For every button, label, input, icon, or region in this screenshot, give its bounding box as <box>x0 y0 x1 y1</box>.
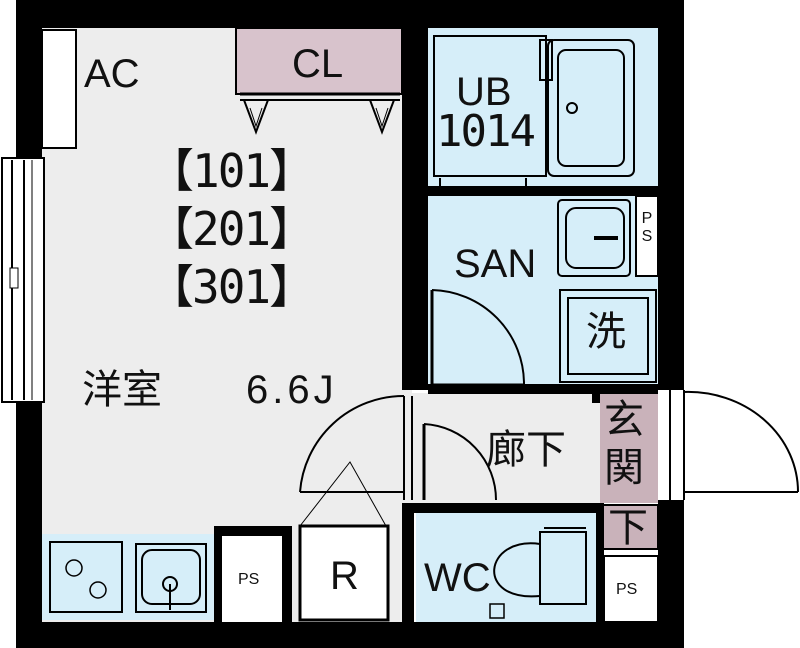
closet-area <box>235 27 403 95</box>
bath-door <box>439 178 527 191</box>
wall-wc-north <box>404 503 600 513</box>
ub-label: UB <box>456 70 512 114</box>
entrance-step <box>599 504 659 550</box>
unit-numbers: 【101】 【201】 【301】 <box>148 144 315 314</box>
corridor-label: 廊下 <box>486 427 566 473</box>
washing-machine <box>559 289 657 383</box>
room-floor <box>40 28 412 622</box>
wall-san-south <box>428 384 658 394</box>
ps-box-right <box>635 195 659 277</box>
ac-unit <box>41 29 77 149</box>
wall-right-upper <box>658 0 684 390</box>
fridge-door-swing <box>299 461 387 527</box>
wall-kitchen-ps-left <box>214 526 222 622</box>
ps-kitchen-label: PS <box>238 571 260 588</box>
wall-bottom <box>16 622 684 648</box>
wall-right-lower <box>658 500 684 648</box>
wc-label: WC <box>424 556 491 600</box>
wall-left-upper <box>16 0 42 160</box>
closet-label: CL <box>292 42 344 86</box>
wall-top <box>16 0 684 28</box>
wall-bath-south <box>428 186 658 196</box>
ps-wc-label: PS <box>616 581 638 598</box>
room-label: 洋室 <box>82 367 162 413</box>
ps-box-wc <box>603 555 659 623</box>
entrance-door-swing <box>683 390 799 493</box>
ac-label: AC <box>84 52 140 96</box>
closet-door-fold <box>249 107 263 128</box>
bath-counter <box>433 35 547 177</box>
corridor-floor <box>412 393 600 505</box>
closet-door-fold <box>375 107 389 128</box>
kitchen-sink <box>135 543 207 613</box>
wall-wc-east <box>596 503 604 623</box>
wall-wc-west <box>402 503 414 623</box>
window-latch <box>9 267 19 289</box>
corridor-door-swing <box>423 423 498 501</box>
wall-corridor-east-upper <box>592 393 600 403</box>
wash-basin-bowl <box>565 207 625 269</box>
unit-number: 【301】 <box>148 260 315 314</box>
closet-door-fold <box>243 99 269 135</box>
closet-door-fold <box>369 99 395 135</box>
refrigerator-space <box>298 524 390 622</box>
burner <box>89 581 107 599</box>
wc-area <box>416 512 596 624</box>
toilet-tank <box>539 531 587 605</box>
wall-left-lower <box>16 400 42 648</box>
toilet-bowl <box>493 542 541 598</box>
wall-room-east <box>402 28 428 390</box>
ps-right-label: P S <box>641 210 653 245</box>
entrance-area <box>600 393 658 503</box>
san-label: SAN <box>454 242 537 286</box>
entrance-label: 玄関 <box>604 397 644 491</box>
san-door-swing <box>431 289 525 385</box>
room-door-swing <box>299 394 405 493</box>
bathtub-drain <box>566 102 578 114</box>
unit-number: 【101】 <box>148 144 315 198</box>
washer-label: 洗 <box>586 309 626 355</box>
refrigerator-label: R <box>330 554 359 598</box>
room-size-label: 6.6J <box>246 368 338 412</box>
ps-box-kitchen <box>222 536 282 622</box>
wall-kitchen-ps-top <box>214 526 290 536</box>
kitchen-area <box>42 534 214 620</box>
wall-kitchen-ps-right <box>282 526 292 622</box>
shower-fixture <box>539 39 553 81</box>
washing-machine-inner <box>567 297 649 375</box>
bathtub-inner <box>557 49 625 167</box>
unit-number: 【201】 <box>148 202 315 256</box>
ub-size-label: 1014 <box>436 106 536 157</box>
bathtub <box>547 39 635 177</box>
stove <box>49 541 123 613</box>
burner <box>65 559 83 577</box>
entrance-step-label: 下 <box>608 505 648 551</box>
toilet-paper <box>489 603 505 619</box>
